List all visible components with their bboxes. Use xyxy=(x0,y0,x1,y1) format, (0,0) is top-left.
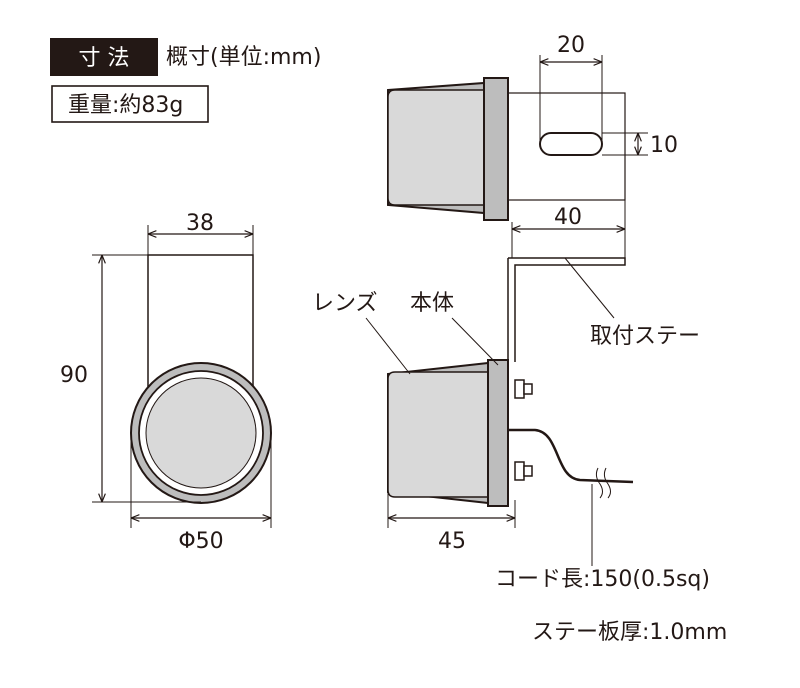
notes: コード長:150(0.5sq) ステー板厚:1.0mm xyxy=(495,567,727,645)
diameter-label: Φ50 xyxy=(178,529,223,554)
top-lamp-lens xyxy=(387,89,485,206)
cord-length-note: コード長:150(0.5sq) xyxy=(495,567,710,592)
lower-bolt xyxy=(514,461,533,481)
bracket-depth-label: 40 xyxy=(554,205,582,230)
upper-bolt xyxy=(514,379,533,399)
power-cord xyxy=(508,428,634,484)
front-view: 38 90 Φ50 xyxy=(60,211,272,554)
cord-break-mark-1 xyxy=(595,467,603,499)
weight-label: 重量:約83g xyxy=(68,93,183,118)
height-label: 90 xyxy=(60,363,88,388)
bracket-thickness-note: ステー板厚:1.0mm xyxy=(532,620,727,645)
cord-break-mark-2 xyxy=(603,467,611,499)
lens-leader-line xyxy=(365,317,411,375)
unit-note: 概寸(単位:mm) xyxy=(166,45,321,70)
front-lens xyxy=(145,377,257,489)
body-leader-line xyxy=(451,317,499,366)
slot-height-label: 10 xyxy=(650,133,678,158)
header: 寸 法 概寸(単位:mm) 重量:約83g xyxy=(50,38,321,123)
side-view-top-lamp: 20 10 xyxy=(387,33,678,221)
weight-box xyxy=(51,85,209,123)
lens-label: レンズ xyxy=(312,291,378,316)
body-label: 本体 xyxy=(410,291,454,316)
dimension-badge-label: 寸 法 xyxy=(79,46,130,71)
bracket-label: 取付ステー xyxy=(590,324,700,349)
side-lamp-housing xyxy=(487,359,509,507)
side-lamp-lens xyxy=(387,371,489,498)
width-label: 38 xyxy=(186,211,214,236)
body-length-label: 45 xyxy=(438,529,466,554)
slot-length-label: 20 xyxy=(557,33,585,58)
top-lamp-housing xyxy=(483,77,509,221)
dimension-badge-bg xyxy=(50,38,158,76)
side-view-bracket: 40 45 レンズ 本体 取付ステー xyxy=(312,200,700,566)
bracket-leader-line xyxy=(564,257,615,319)
l-bracket-outline xyxy=(508,257,626,362)
mounting-slot xyxy=(539,132,603,156)
